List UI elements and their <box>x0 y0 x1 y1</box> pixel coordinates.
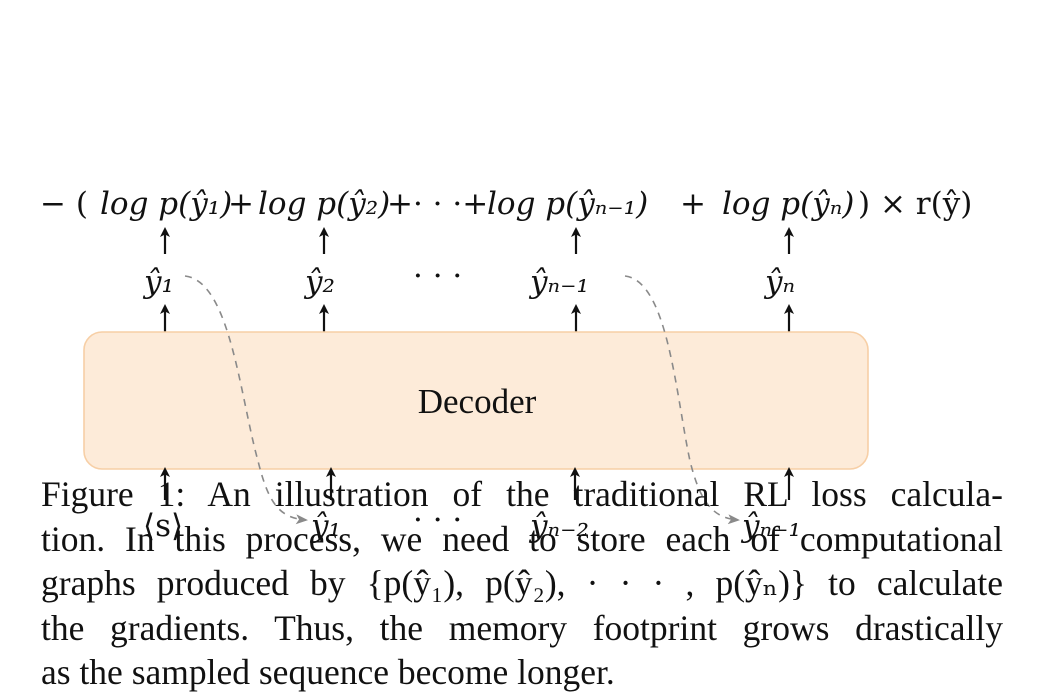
output-token: ŷ₁ <box>142 264 174 300</box>
decoder-to-output-arrows <box>160 304 794 332</box>
loss-prefix: − ( <box>40 186 88 222</box>
loss-suffix: ) × r(ŷ) <box>858 186 972 222</box>
decoder-label: Decoder <box>418 382 537 421</box>
feedback-arrows <box>184 275 740 525</box>
decoder-block <box>83 331 869 470</box>
output-token: ŷₙ <box>763 264 795 300</box>
loss-term-3: log p(ŷₙ₋₁) <box>487 186 648 222</box>
output-token: ŷ₂ <box>303 264 335 300</box>
input-token: ŷ₁ <box>309 508 341 544</box>
output-token: ŷₙ₋₁ <box>528 264 589 300</box>
loss-term-1: log p(ŷ₁) <box>100 186 232 222</box>
loss-op-3: + <box>680 186 706 222</box>
output-tokens: ŷ₁ ŷ₂ · · · ŷₙ₋₁ ŷₙ <box>142 258 795 300</box>
loss-op-1: + <box>228 186 254 222</box>
loss-term-4: log p(ŷₙ) <box>722 186 854 222</box>
caption-line: tion. In this process, we need to store … <box>41 518 1003 559</box>
caption-line: the gradients. Thus, the memory footprin… <box>41 607 1003 648</box>
loss-term-2: log p(ŷ₂) <box>258 186 390 222</box>
feedback-arrow-1 <box>184 275 308 525</box>
caption-line: as the sampled sequence become longer. <box>41 652 615 692</box>
loss-expression: − ( log p(ŷ₁) + log p(ŷ₂) +· · ·+ log p(… <box>40 186 972 222</box>
input-token: ⟨s⟩ <box>143 508 183 544</box>
input-token: ŷₙ₋₂ <box>528 508 589 544</box>
input-tokens: ⟨s⟩ ŷ₁ · · · ŷₙ₋₂ ŷₙ₋₁ <box>143 502 801 544</box>
caption-line: Figure 1: An illustration of the traditi… <box>41 474 1003 514</box>
figure-caption: Figure 1: An illustration of the traditi… <box>41 472 1003 695</box>
loss-op-2: +· · ·+ <box>387 186 488 222</box>
output-to-loss-arrows <box>160 227 794 254</box>
input-token: ŷₙ₋₁ <box>740 508 801 544</box>
caption-line: graphs produced by {p(ŷ₁), p(ŷ₂), · · · … <box>41 563 1003 603</box>
output-ellipsis: · · · <box>413 258 462 294</box>
input-ellipsis: · · · <box>413 502 462 538</box>
input-to-decoder-arrows <box>160 467 794 500</box>
